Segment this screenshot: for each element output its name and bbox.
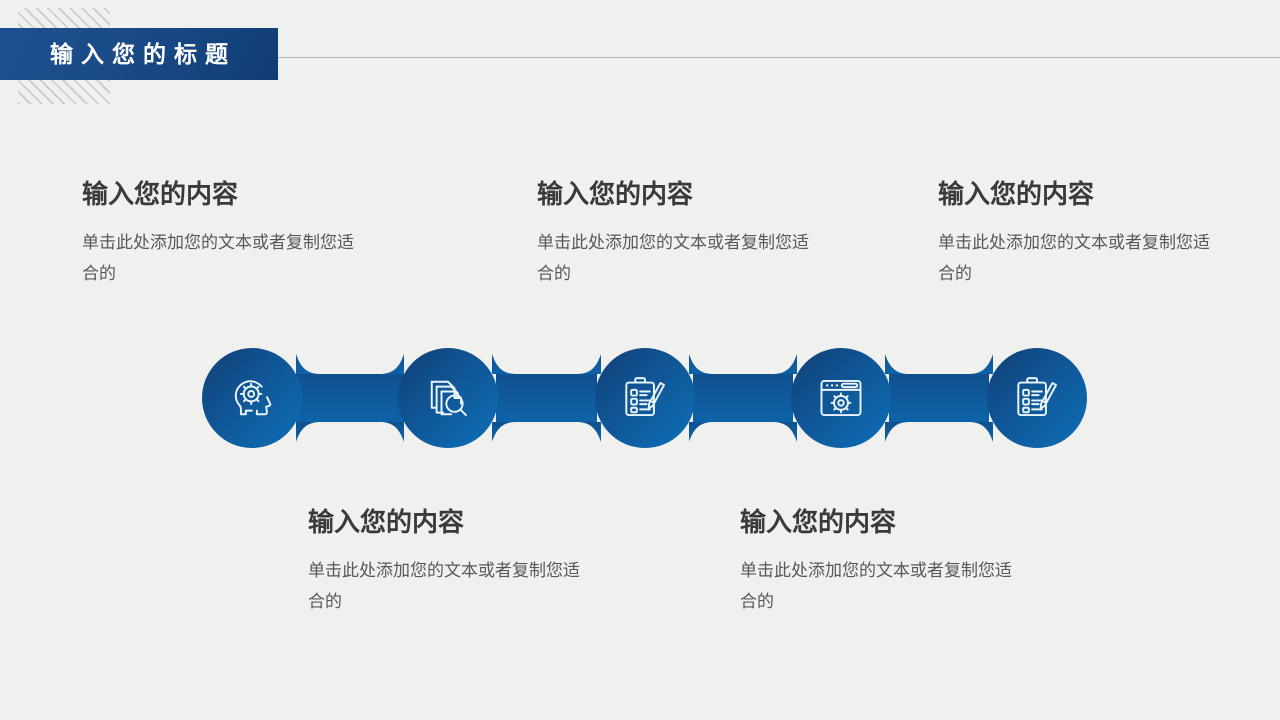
chain-nodes (202, 348, 1087, 448)
chain-node-4 (791, 348, 891, 448)
content-heading-4: 输入您的内容 (308, 507, 465, 537)
content-body-4: 单击此处添加您的文本或者复制您适合的 (308, 560, 580, 611)
process-chain-graphic (0, 330, 1280, 470)
chain-connectors (252, 374, 989, 422)
hatch-decoration-bottom (18, 78, 110, 104)
chain-fillets (296, 354, 993, 442)
content-block-5: 输入您的内容 单击此处添加您的文本或者复制您适合的 (740, 506, 1040, 617)
content-heading-3: 输入您的内容 (938, 179, 1095, 209)
browser-gear-icon (815, 372, 867, 424)
content-heading-2: 输入您的内容 (537, 179, 694, 209)
document-search-icon (422, 372, 474, 424)
clipboard-pen-icon (619, 372, 671, 424)
chain-node-3 (595, 348, 695, 448)
chain-node-1 (202, 348, 302, 448)
clipboard-pen-icon (1011, 372, 1063, 424)
content-block-1: 输入您的内容 单击此处添加您的文本或者复制您适合的 (82, 178, 382, 289)
page-title: 输入您的标题 (50, 40, 236, 67)
chain-icon-layer (0, 330, 1280, 470)
content-block-3: 输入您的内容 单击此处添加您的文本或者复制您适合的 (938, 178, 1238, 289)
title-bar: 输入您的标题 (0, 28, 278, 80)
content-body-5: 单击此处添加您的文本或者复制您适合的 (740, 560, 1012, 611)
content-body-2: 单击此处添加您的文本或者复制您适合的 (537, 232, 809, 283)
content-heading-1: 输入您的内容 (82, 179, 239, 209)
content-body-3: 单击此处添加您的文本或者复制您适合的 (938, 232, 1210, 283)
content-body-1: 单击此处添加您的文本或者复制您适合的 (82, 232, 354, 283)
content-block-4: 输入您的内容 单击此处添加您的文本或者复制您适合的 (308, 506, 608, 617)
content-heading-5: 输入您的内容 (740, 507, 897, 537)
slide-header: 输入您的标题 (0, 0, 1280, 120)
head-gear-icon (226, 372, 278, 424)
header-divider-rule (278, 57, 1280, 58)
content-block-2: 输入您的内容 单击此处添加您的文本或者复制您适合的 (537, 178, 837, 289)
chain-node-5 (987, 348, 1087, 448)
